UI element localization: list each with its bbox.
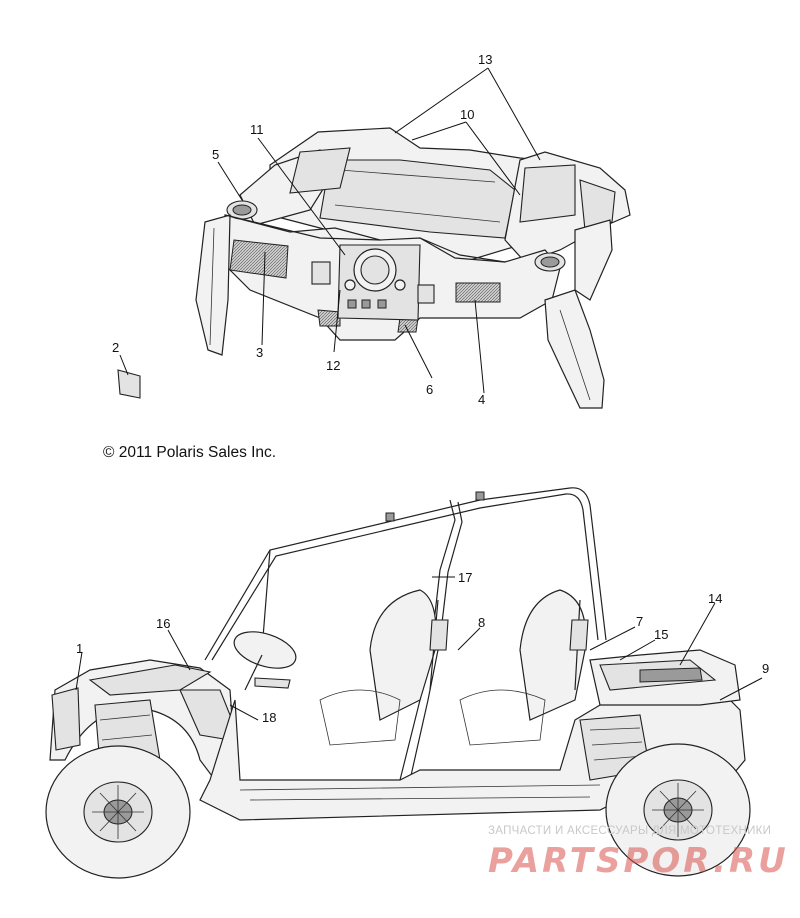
callout-12: 12 xyxy=(326,358,340,373)
leader-lines xyxy=(75,67,763,721)
callout-10: 10 xyxy=(460,107,474,122)
callout-7: 7 xyxy=(636,614,643,629)
watermark-logo: PARTSPOR.RU xyxy=(488,841,789,881)
dashboard-assembly xyxy=(195,127,631,409)
callout-6: 6 xyxy=(426,382,433,397)
vehicle-side-view xyxy=(45,487,751,879)
callout-1: 1 xyxy=(76,641,83,656)
callout-13: 13 xyxy=(478,52,492,67)
callout-2: 2 xyxy=(112,340,119,355)
callout-8: 8 xyxy=(478,615,485,630)
watermark-subtitle: ЗАПЧАСТИ И АКСЕССУАРЫ ДЛЯ МОТОТЕХНИКИ xyxy=(488,825,771,837)
callout-9: 9 xyxy=(762,661,769,676)
callout-4: 4 xyxy=(478,392,485,407)
callout-14: 14 xyxy=(708,591,722,606)
callout-17: 17 xyxy=(458,570,472,585)
callout-16: 16 xyxy=(156,616,170,631)
decal-part-2 xyxy=(117,369,141,399)
callout-15: 15 xyxy=(654,627,668,642)
callout-3: 3 xyxy=(256,345,263,360)
callout-5: 5 xyxy=(212,147,219,162)
copyright-notice: © 2011 Polaris Sales Inc. xyxy=(103,444,276,461)
callout-18: 18 xyxy=(262,710,276,725)
callout-11: 11 xyxy=(250,122,264,137)
